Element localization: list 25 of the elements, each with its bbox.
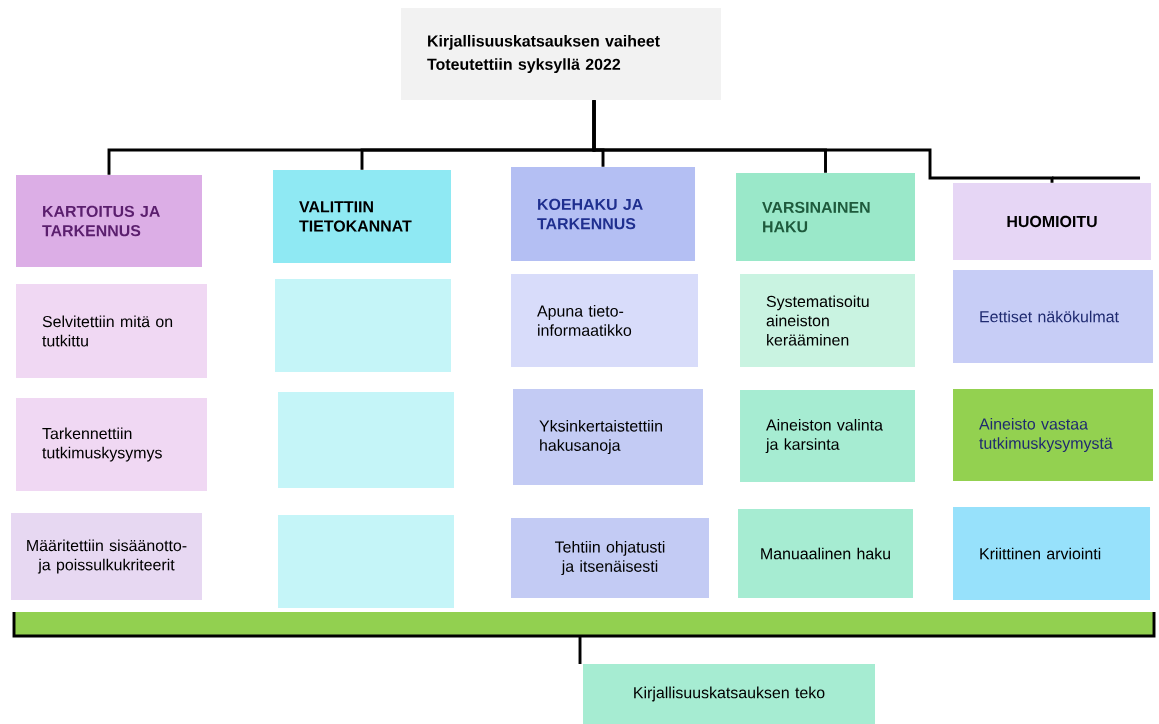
step-box: Aineiston valinta ja karsinta — [740, 390, 915, 482]
step-box: Aineisto vastaa tutkimuskysymystä — [953, 389, 1153, 481]
step-box: Manuaalinen haku — [738, 509, 913, 598]
title-box: Kirjallisuuskatsauksen vaiheet Toteutettiin syksyllä 2022 — [401, 8, 721, 100]
connector-line — [592, 100, 1054, 184]
step-box: Selvitettiin mitä on tutkittu — [16, 284, 207, 378]
header-box: VARSINAINEN HAKU — [736, 173, 915, 261]
header-box: VALITTIIN TIETOKANNAT — [273, 170, 451, 263]
step-box: Apuna tieto-informaatikko — [511, 274, 698, 367]
step-box: Tarkennettiin tutkimuskysymys — [16, 398, 207, 491]
header-box: KOEHAKU JA TARKENNUS — [511, 167, 695, 261]
step-box: Yksinkertaistettiin hakusanoja — [513, 389, 703, 485]
step-box — [278, 392, 454, 488]
step-box: Eettiset näkökulmat — [953, 270, 1153, 363]
bracket-bar — [12, 612, 1156, 638]
connector-line — [578, 636, 582, 664]
step-box: Tehtiin ohjatusti ja itsenäisesti — [511, 518, 709, 598]
step-box: Systematisoitu aineiston kerääminen — [740, 274, 915, 367]
step-box: Kriittinen arviointi — [953, 507, 1150, 600]
result-box: Kirjallisuuskatsauksen teko — [583, 664, 875, 724]
step-box — [278, 515, 454, 608]
header-box: KARTOITUS JA TARKENNUS — [16, 175, 202, 267]
header-box: HUOMIOITU — [953, 183, 1151, 260]
step-box: Määritettiin sisäänotto- ja poissulkukriteerit — [11, 513, 202, 600]
step-box — [275, 279, 451, 372]
